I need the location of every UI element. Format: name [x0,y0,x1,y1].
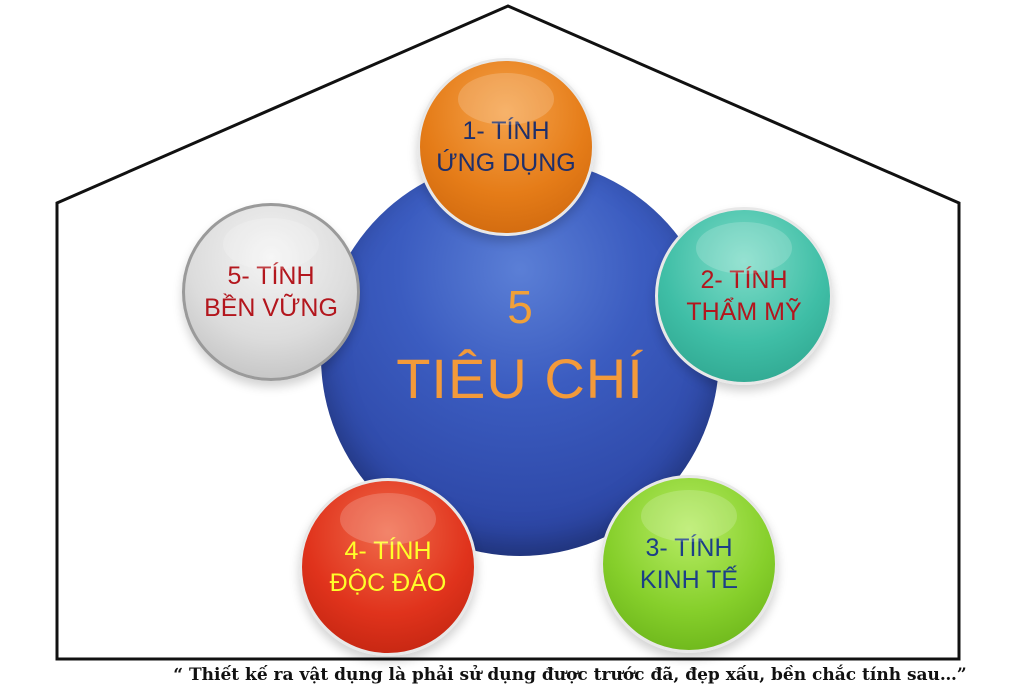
criterion-label-2: 2- TÍNH THẨM MỸ [686,266,802,326]
criterion-label-4: 4- TÍNH ĐỘC ĐÁO [329,537,447,597]
criterion-circle-1: 1- TÍNH ỨNG DỤNG [417,58,595,236]
criterion-circle-3: 3- TÍNH KINH TẾ [600,475,778,653]
criterion-label-3: 3- TÍNH KINH TẾ [639,534,739,594]
center-title: TIÊU CHÍ [396,347,644,410]
criterion-circle-4: 4- TÍNH ĐỘC ĐÁO [299,478,477,656]
quote-caption: “ Thiết kế ra vật dụng là phải sử dụng đ… [173,665,967,685]
criterion-circle-2: 2- TÍNH THẨM MỸ [655,207,833,385]
criterion-label-1: 1- TÍNH ỨNG DỤNG [436,117,576,177]
criterion-circle-5: 5- TÍNH BỀN VỮNG [182,203,360,381]
center-number: 5 [507,281,533,333]
criterion-label-5: 5- TÍNH BỀN VỮNG [204,262,338,322]
